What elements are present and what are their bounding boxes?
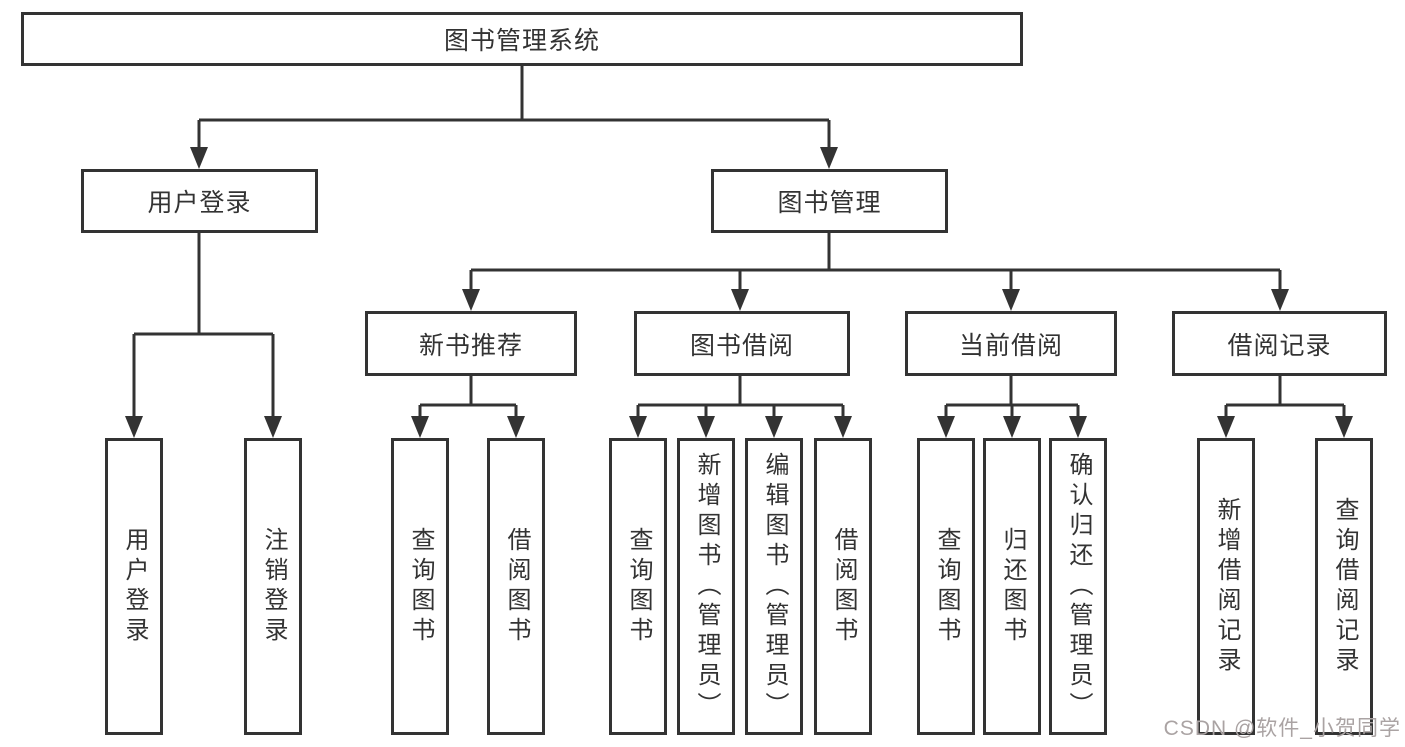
arrow-down-icon [937,416,955,438]
node-book-borrowing: 图书借阅 [634,311,850,376]
leaf-current-query-books-label: 查询图书 [933,526,960,647]
arrow-down-icon [731,289,749,311]
leaf-records-add-record: 新增借阅记录 [1197,438,1255,735]
leaf-records-add-record-label: 新增借阅记录 [1213,496,1240,677]
arrow-down-icon [1217,416,1235,438]
leaf-current-return-books: 归还图书 [983,438,1041,735]
leaf-recommend-query-books: 查询图书 [391,438,449,735]
leaf-recommend-borrow-books-label: 借阅图书 [503,526,530,647]
leaf-current-confirm-return-admin-label: 确认归还（管理员） [1065,451,1092,722]
leaf-borrowing-edit-books-admin-label: 编辑图书（管理员） [761,451,788,722]
leaf-recommend-query-books-label: 查询图书 [407,526,434,647]
arrow-down-icon [765,416,783,438]
node-current-borrowing: 当前借阅 [905,311,1117,376]
arrow-down-icon [1335,416,1353,438]
leaf-recommend-borrow-books: 借阅图书 [487,438,545,735]
leaf-current-query-books: 查询图书 [917,438,975,735]
leaf-records-query-record: 查询借阅记录 [1315,438,1373,735]
arrow-down-icon [462,289,480,311]
leaf-current-confirm-return-admin: 确认归还（管理员） [1049,438,1107,735]
arrowhead-icons [125,147,1353,438]
leaf-records-query-record-label: 查询借阅记录 [1331,496,1358,677]
leaf-user-login-label: 用户登录 [121,526,148,647]
leaf-borrowing-edit-books-admin: 编辑图书（管理员） [745,438,803,735]
leaf-logout-login: 注销登录 [244,438,302,735]
leaf-borrowing-borrow-books: 借阅图书 [814,438,872,735]
node-book-borrowing-label: 图书借阅 [689,331,794,360]
arrow-down-icon [834,416,852,438]
arrow-down-icon [125,416,143,438]
leaf-borrowing-borrow-books-label: 借阅图书 [830,526,857,647]
node-user-login: 用户登录 [81,169,318,233]
watermark: CSDN @软件_小贺同学 [1163,717,1401,740]
node-new-book-recommend-label: 新书推荐 [418,331,523,360]
arrow-down-icon [697,416,715,438]
node-root-label: 图书管理系统 [443,27,600,55]
arrow-down-icon [820,147,838,169]
node-book-management-label: 图书管理 [777,189,882,217]
arrow-down-icon [1069,416,1087,438]
arrow-down-icon [629,416,647,438]
leaf-borrowing-query-books-label: 查询图书 [625,526,652,647]
leaf-borrowing-add-books-admin-label: 新增图书（管理员） [693,451,720,722]
arrow-down-icon [1003,416,1021,438]
node-book-management: 图书管理 [711,169,948,233]
leaf-user-login: 用户登录 [105,438,163,735]
node-user-login-label: 用户登录 [147,189,252,217]
node-borrowing-records-label: 借阅记录 [1227,331,1332,360]
leaf-borrowing-query-books: 查询图书 [609,438,667,735]
arrow-down-icon [1002,289,1020,311]
leaf-logout-login-label: 注销登录 [260,526,287,647]
arrow-down-icon [411,416,429,438]
node-new-book-recommend: 新书推荐 [365,311,577,376]
arrow-down-icon [507,416,525,438]
arrow-down-icon [1271,289,1289,311]
arrow-down-icon [264,416,282,438]
arrow-down-icon [190,147,208,169]
leaf-current-return-books-label: 归还图书 [999,526,1026,647]
node-borrowing-records: 借阅记录 [1172,311,1387,376]
leaf-borrowing-add-books-admin: 新增图书（管理员） [677,438,735,735]
node-current-borrowing-label: 当前借阅 [958,331,1063,360]
node-root: 图书管理系统 [21,12,1023,66]
